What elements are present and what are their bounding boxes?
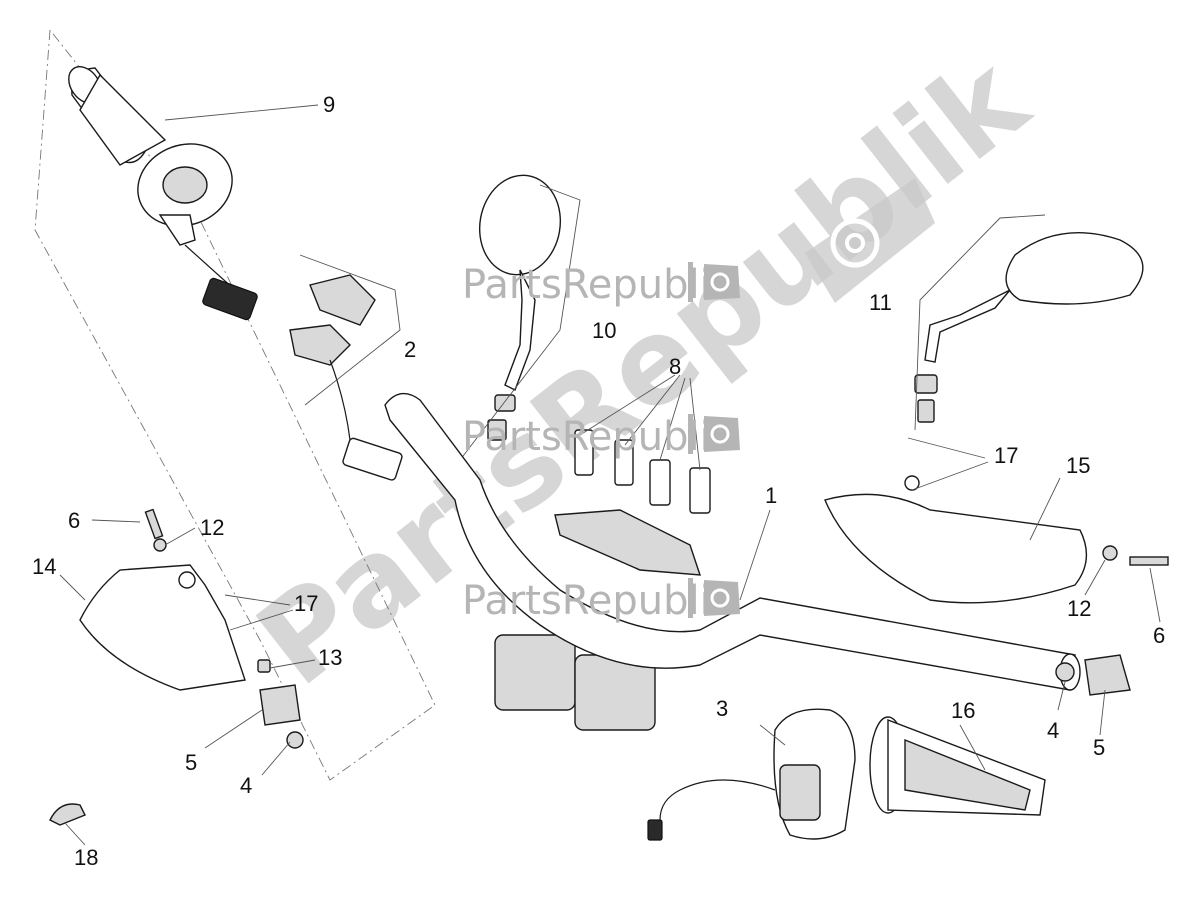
callout-16: 16 bbox=[951, 698, 975, 723]
handlebar-clamp bbox=[494, 509, 701, 731]
watermark-label-middle: PartsRepublik bbox=[462, 414, 740, 460]
callout-15: 15 bbox=[1066, 453, 1090, 478]
watermark-label-bottom: PartsRepublik bbox=[462, 578, 740, 624]
left-handguard-part-14 bbox=[79, 508, 304, 749]
clip-part-18 bbox=[49, 803, 86, 826]
callout-12-left: 12 bbox=[200, 515, 224, 540]
leader-lines bbox=[59, 104, 1161, 846]
watermark-text: PartsRepublik bbox=[462, 414, 735, 460]
callout-4-right: 4 bbox=[1047, 718, 1059, 743]
callout-2: 2 bbox=[404, 337, 416, 362]
bolts-part-8 bbox=[574, 429, 711, 514]
right-mirror-part-11 bbox=[914, 214, 1144, 431]
gear-icon bbox=[704, 580, 740, 616]
left-group-dash-outline bbox=[34, 29, 436, 781]
callout-6-right: 6 bbox=[1153, 623, 1165, 648]
watermark-text: PartsRepublik bbox=[462, 262, 735, 308]
left-mirror-part-10 bbox=[459, 174, 581, 461]
callout-1: 1 bbox=[765, 483, 777, 508]
gear-icon bbox=[704, 264, 740, 300]
bar-end-right bbox=[1055, 654, 1131, 696]
callout-9: 9 bbox=[323, 92, 335, 117]
callout-11: 11 bbox=[869, 290, 892, 315]
switch-connector-part-2 bbox=[289, 254, 403, 481]
callout-numbers: 9 2 10 11 8 17 15 1 6 12 14 17 12 6 13 3… bbox=[32, 92, 1165, 870]
watermark-text: PartsRepublik bbox=[462, 578, 735, 624]
callout-3: 3 bbox=[716, 696, 728, 721]
callout-12-right: 12 bbox=[1067, 596, 1091, 621]
callout-17-left: 17 bbox=[294, 591, 318, 616]
grip-part-16 bbox=[869, 716, 1046, 816]
callout-13: 13 bbox=[318, 645, 342, 670]
callout-6-left: 6 bbox=[68, 508, 80, 533]
watermark-large-gear-icon bbox=[805, 178, 935, 303]
callout-17-right: 17 bbox=[994, 443, 1018, 468]
throttle-grip-part-9 bbox=[68, 66, 258, 321]
right-handguard-part-15 bbox=[824, 475, 1169, 604]
callout-14: 14 bbox=[32, 554, 56, 579]
callout-8: 8 bbox=[669, 354, 681, 379]
switch-housing-part-3 bbox=[647, 708, 856, 841]
callout-10: 10 bbox=[592, 318, 616, 343]
watermark-label-top: PartsRepublik bbox=[462, 262, 740, 308]
gear-icon bbox=[704, 416, 740, 452]
callout-4-left: 4 bbox=[240, 773, 252, 798]
callout-5-left: 5 bbox=[185, 750, 197, 775]
callout-5-right: 5 bbox=[1093, 735, 1105, 760]
callout-18: 18 bbox=[74, 845, 98, 870]
